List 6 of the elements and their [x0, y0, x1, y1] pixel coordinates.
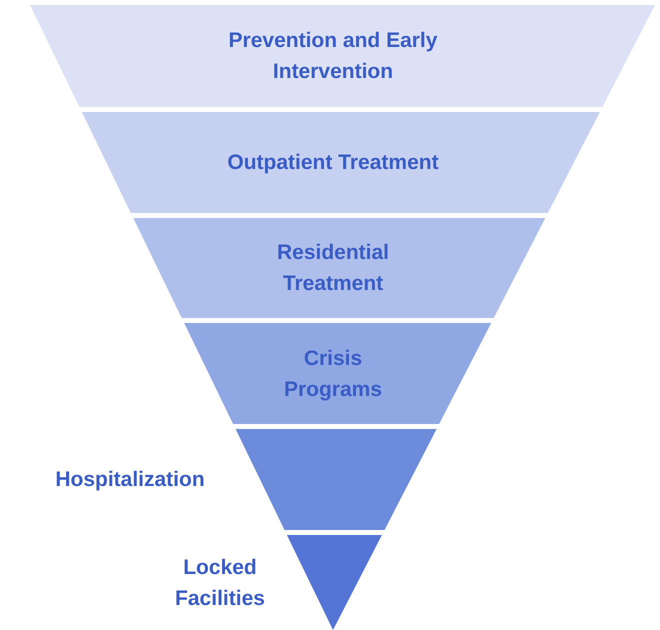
- layer-label: Crisis Programs: [282, 346, 384, 402]
- layer-label: Outpatient Treatment: [226, 150, 440, 176]
- layer-label: Residential Treatment: [276, 240, 390, 297]
- layer-label: Hospitalization: [54, 467, 206, 493]
- layer-label: Prevention and Early Intervention: [228, 28, 438, 85]
- layer-label: Locked Facilities: [174, 554, 266, 612]
